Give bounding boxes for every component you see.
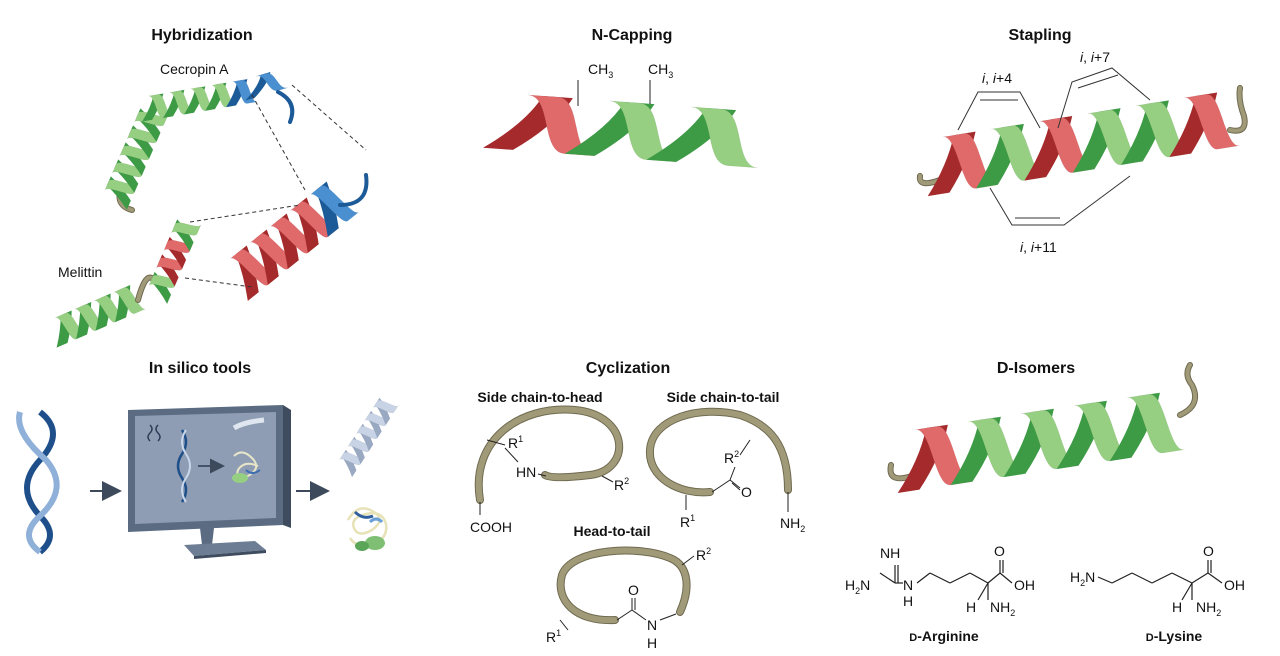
head-cooh: COOH (470, 519, 512, 535)
side-chain-head-title: Side chain-to-head (477, 389, 602, 405)
cecropin-label: Cecropin A (160, 61, 229, 77)
hybrid-helix (230, 173, 369, 301)
arg-o: O (994, 543, 1005, 559)
arg-h2n: H2N (845, 577, 870, 596)
ncapping-title: N-Capping (592, 27, 673, 44)
arg-nh: NH (880, 545, 900, 561)
head-to-tail-title: Head-to-tail (574, 523, 651, 539)
cyclization-panel: Cyclization Side chain-to-head R1 HN R2 … (470, 360, 805, 651)
staple-label-i7: i, i+7 (1080, 49, 1110, 65)
disomers-title: D-Isomers (997, 360, 1075, 377)
arg-hn: H (903, 593, 913, 609)
stapling-helix (916, 85, 1248, 197)
insilico-panel: In silico tools (16, 360, 399, 559)
head-hn: HN (516, 464, 536, 480)
stapling-panel: Stapling i, i+4 i, i+7 i, i+11 (916, 27, 1248, 255)
d-arginine-label: D-Arginine (909, 628, 979, 644)
lys-nh2: NH2 (1196, 599, 1221, 618)
head-r1: R1 (508, 434, 523, 451)
arg-n: N (903, 577, 913, 593)
headtail-h: H (647, 635, 657, 651)
cecropin-helix (104, 71, 295, 213)
d-lysine-structure (1097, 560, 1223, 601)
tail-r1: R1 (680, 513, 695, 530)
hybridization-dashed-lines (184, 84, 367, 288)
lys-h2n: H2N (1070, 569, 1095, 588)
side-chain-head-diagram: R1 HN R2 COOH (470, 405, 629, 535)
insilico-title: In silico tools (149, 360, 251, 377)
head-to-tail-diagram: R2 O N H R1 (546, 546, 711, 651)
methyl-label-1: CH3 (588, 61, 613, 80)
arg-oh: OH (1014, 577, 1035, 593)
stapling-title: Stapling (1008, 27, 1071, 44)
headtail-r1: R1 (546, 628, 561, 645)
tail-r2: R2 (724, 449, 739, 466)
arg-h: H (966, 599, 976, 615)
ncapping-panel: N-Capping CH3 CH3 (483, 27, 758, 169)
monitor-icon (128, 405, 291, 559)
methyl-label-2: CH3 (648, 61, 673, 80)
lys-h: H (1172, 599, 1182, 615)
headtail-n: N (647, 617, 657, 633)
staple-label-i11: i, i+11 (1020, 239, 1057, 255)
side-chain-tail-title: Side chain-to-tail (667, 389, 780, 405)
side-chain-tail-diagram: R2 O R1 NH2 (645, 407, 805, 534)
headtail-o: O (628, 582, 639, 598)
ncapping-helix (483, 94, 758, 169)
staple-bridges (957, 67, 1151, 226)
hybridization-title: Hybridization (151, 27, 252, 44)
tail-nh2: NH2 (780, 515, 805, 534)
dna-icon (16, 409, 60, 555)
tail-o: O (741, 484, 752, 500)
arg-nh2: NH2 (990, 599, 1015, 618)
lys-oh: OH (1224, 577, 1245, 593)
melittin-helix (55, 219, 202, 348)
head-r2: R2 (614, 476, 629, 493)
melittin-label: Melittin (58, 264, 102, 280)
d-lysine-label: D-Lysine (1146, 628, 1203, 644)
disomers-helix (887, 362, 1198, 493)
structure-output-icon (339, 397, 399, 551)
headtail-r2: R2 (696, 546, 711, 563)
cyclization-title: Cyclization (586, 360, 670, 377)
staple-label-i4: i, i+4 (982, 70, 1012, 86)
d-arginine-structure (879, 560, 1013, 601)
hybridization-panel: Hybridization Cecropin A Melittin (55, 27, 369, 348)
disomers-panel: D-Isomers NH H2N N H O OH H NH2 D-Argini… (845, 360, 1245, 644)
lys-o: O (1203, 543, 1214, 559)
